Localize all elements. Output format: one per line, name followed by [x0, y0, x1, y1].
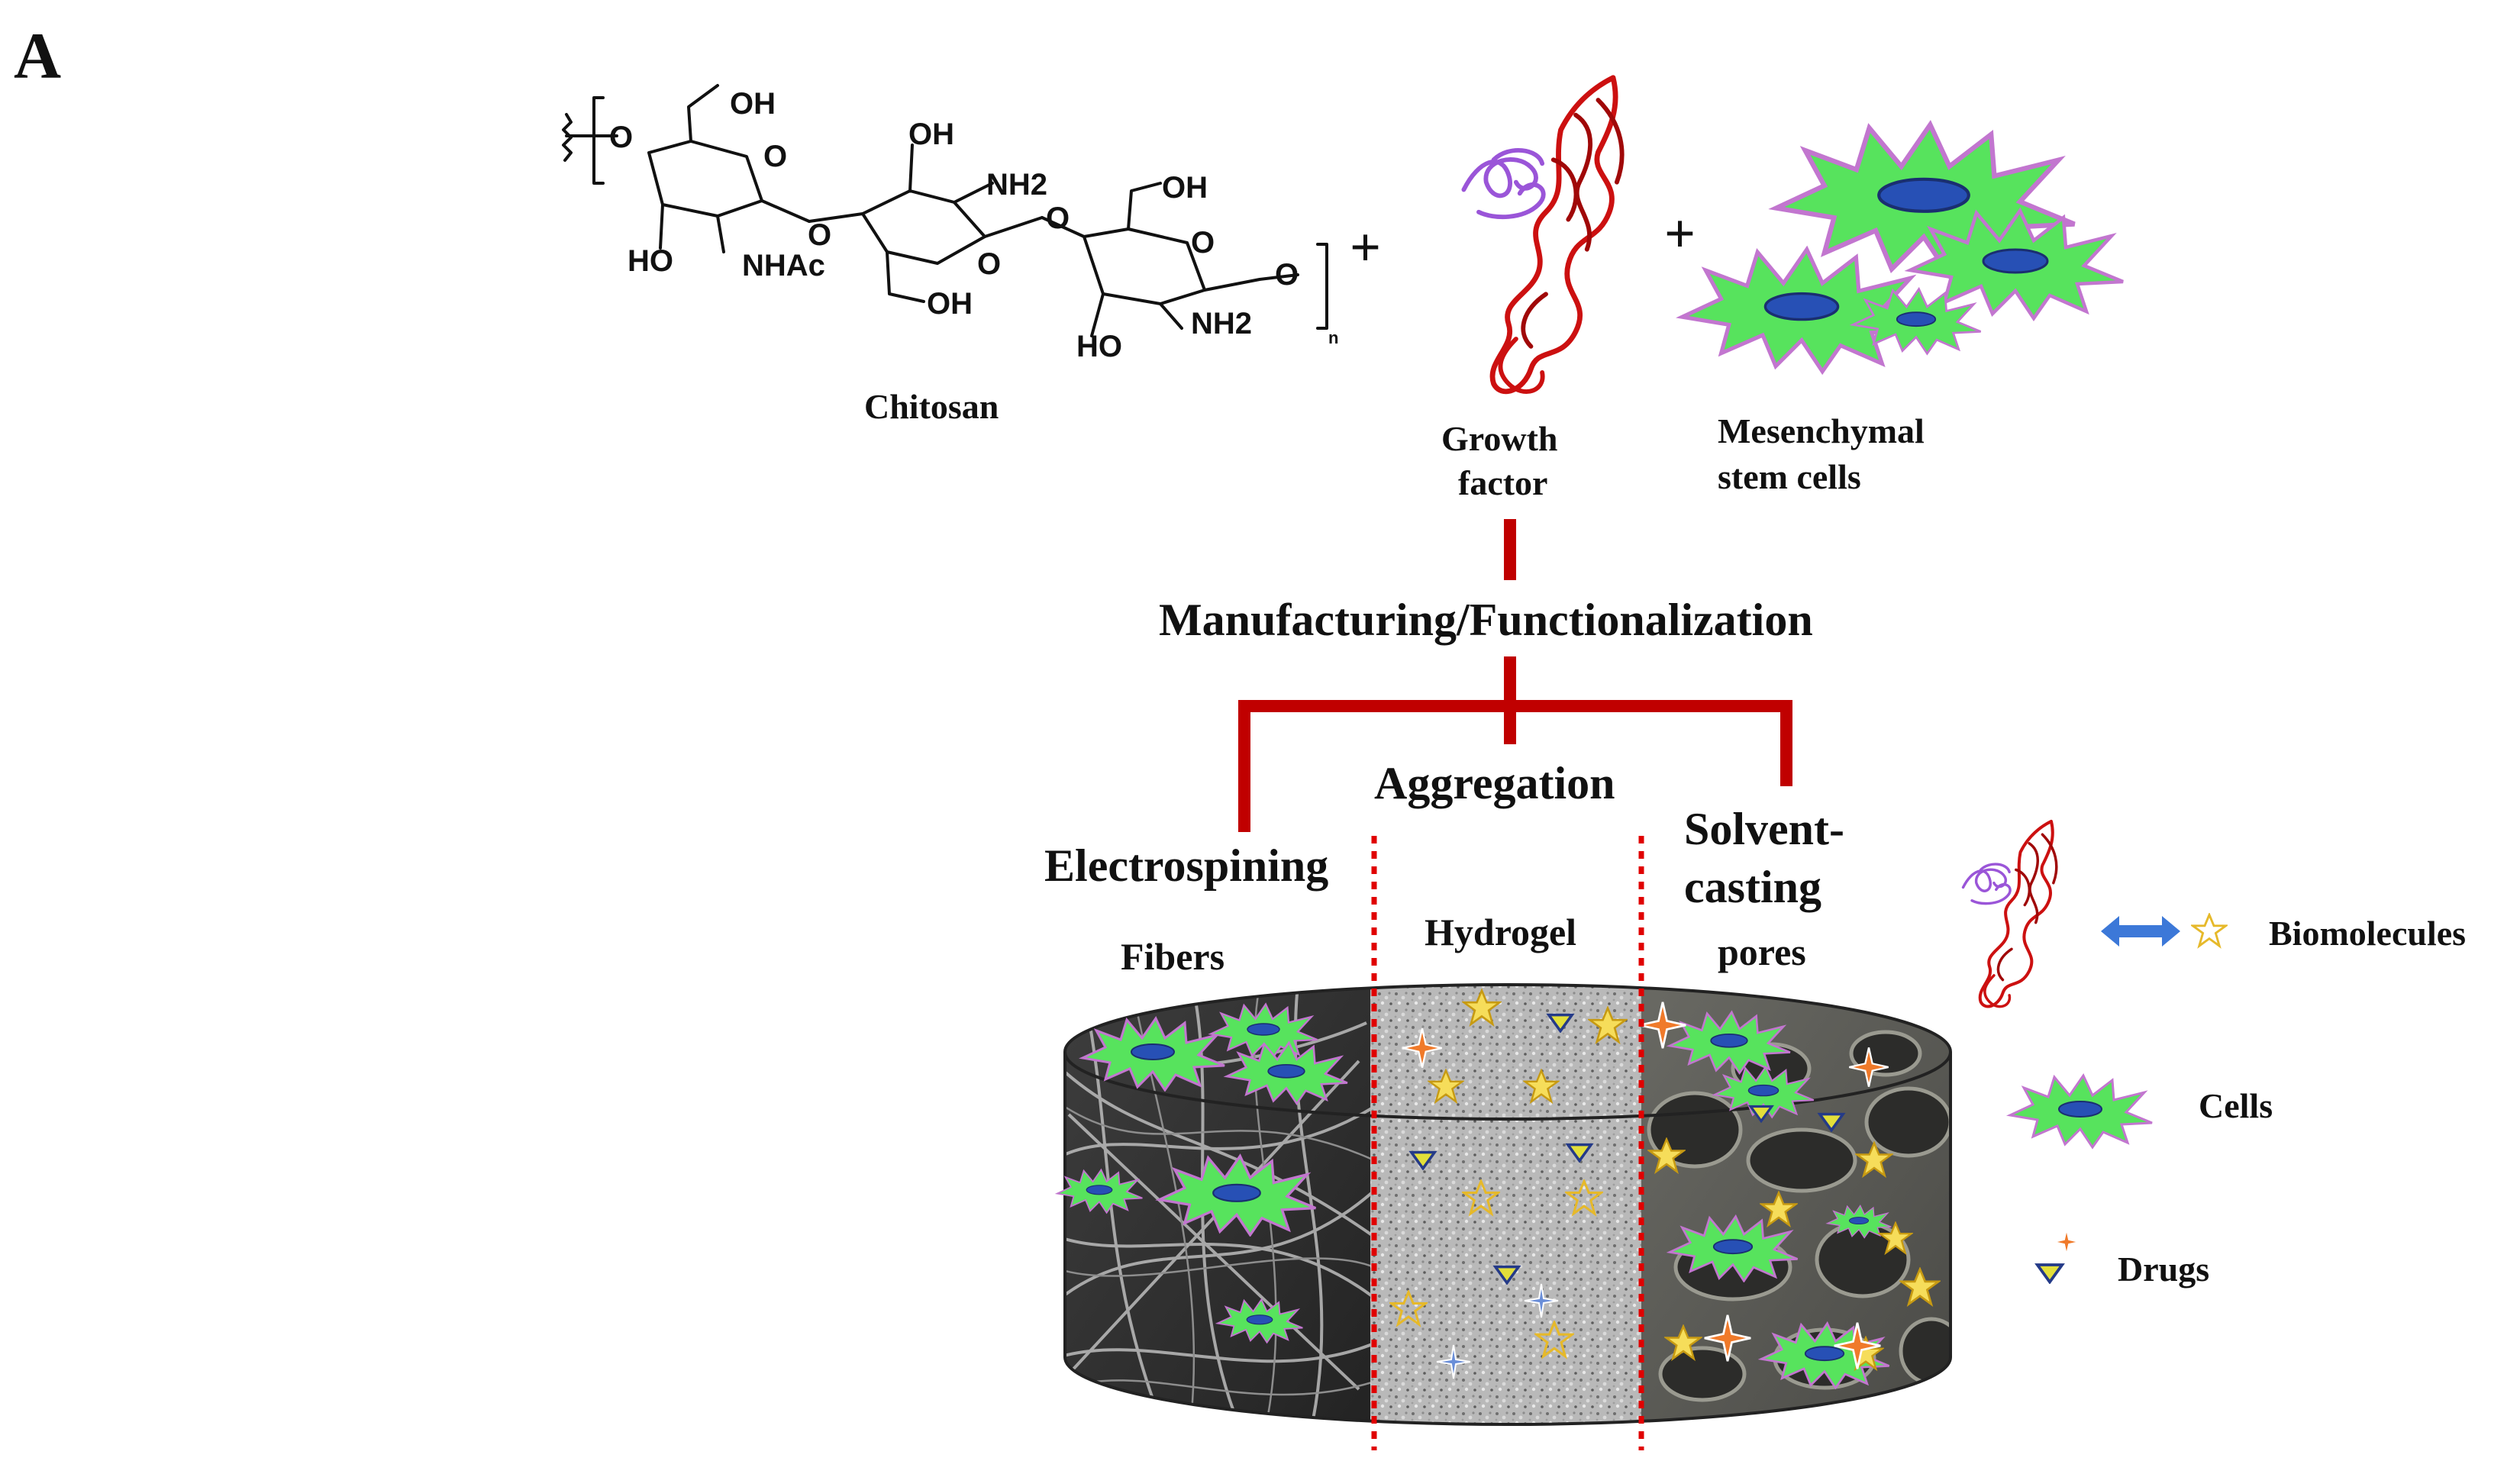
structure-pores: pores	[1718, 931, 1806, 973]
chem-label-oh-3: OH	[927, 287, 973, 321]
legend-cell-icon	[2009, 1074, 2154, 1149]
chem-label-ho-2: HO	[1076, 330, 1122, 363]
process-connectors	[1238, 519, 1792, 832]
method-aggregation: Aggregation	[1374, 758, 1615, 808]
chem-label-o-ring3: O	[1191, 226, 1215, 260]
chem-label-o-2: O	[808, 218, 832, 252]
structure-hydrogel: Hydrogel	[1425, 911, 1577, 953]
process-title: Manufacturing/Functionalization	[1159, 595, 1813, 645]
method-solvent-casting-line2: casting	[1684, 862, 1821, 912]
chem-label-oh-2: OH	[908, 118, 954, 151]
double-arrow-icon	[2101, 916, 2180, 947]
legend-label-drugs: Drugs	[2118, 1250, 2210, 1289]
legend-drug-triangle-icon	[2035, 1263, 2064, 1284]
legend-protein-icon	[1963, 821, 2057, 1007]
hydrogel-region	[1370, 985, 1641, 1424]
structure-fibers: Fibers	[1121, 935, 1225, 978]
chitosan-structure	[562, 84, 1328, 337]
scaffold-cylinder	[1053, 983, 1952, 1426]
legend-drug-spark-icon	[2054, 1229, 2080, 1255]
chem-label-nh2-2: NH2	[1191, 307, 1253, 340]
stem-cells-label-line2: stem cells	[1718, 457, 1861, 496]
section-dividers	[1371, 836, 1644, 1450]
chem-label-o-3: O	[1046, 202, 1070, 235]
chem-label-o-1: O	[609, 121, 634, 154]
stem-cells-label-line1: Mesenchymal	[1718, 411, 1925, 450]
chem-label-oh-4: OH	[1162, 171, 1208, 205]
growth-factor-label-line2: factor	[1458, 463, 1548, 502]
growth-factor-protein-icon	[1463, 78, 1621, 392]
chem-label-o-ring2: O	[977, 247, 1002, 281]
chem-label-o-4: O	[1275, 258, 1299, 292]
growth-factor-label-line1: Growth	[1441, 419, 1558, 458]
plus-sign-1: +	[1350, 217, 1382, 278]
chem-label-ho-1: HO	[628, 244, 673, 278]
legend-label-biomolecules: Biomolecules	[2269, 914, 2467, 953]
chitosan-label: Chitosan	[864, 387, 999, 426]
chem-label-n: n	[1328, 328, 1339, 347]
stem-cells-illustration	[1683, 124, 2123, 371]
chem-label-nhac: NHAc	[742, 249, 825, 282]
plus-sign-2: +	[1664, 203, 1696, 264]
method-solvent-casting-line1: Solvent-	[1684, 804, 1844, 854]
chem-label-oh-1: OH	[730, 87, 776, 121]
legend-star-icon	[2191, 913, 2228, 947]
legend-label-cells: Cells	[2199, 1086, 2273, 1125]
panel-letter: A	[14, 19, 62, 92]
method-electrospinning: Electrospining	[1044, 840, 1329, 891]
chem-label-o-ring1: O	[763, 140, 788, 173]
chem-label-nh2-1: NH2	[986, 168, 1048, 202]
